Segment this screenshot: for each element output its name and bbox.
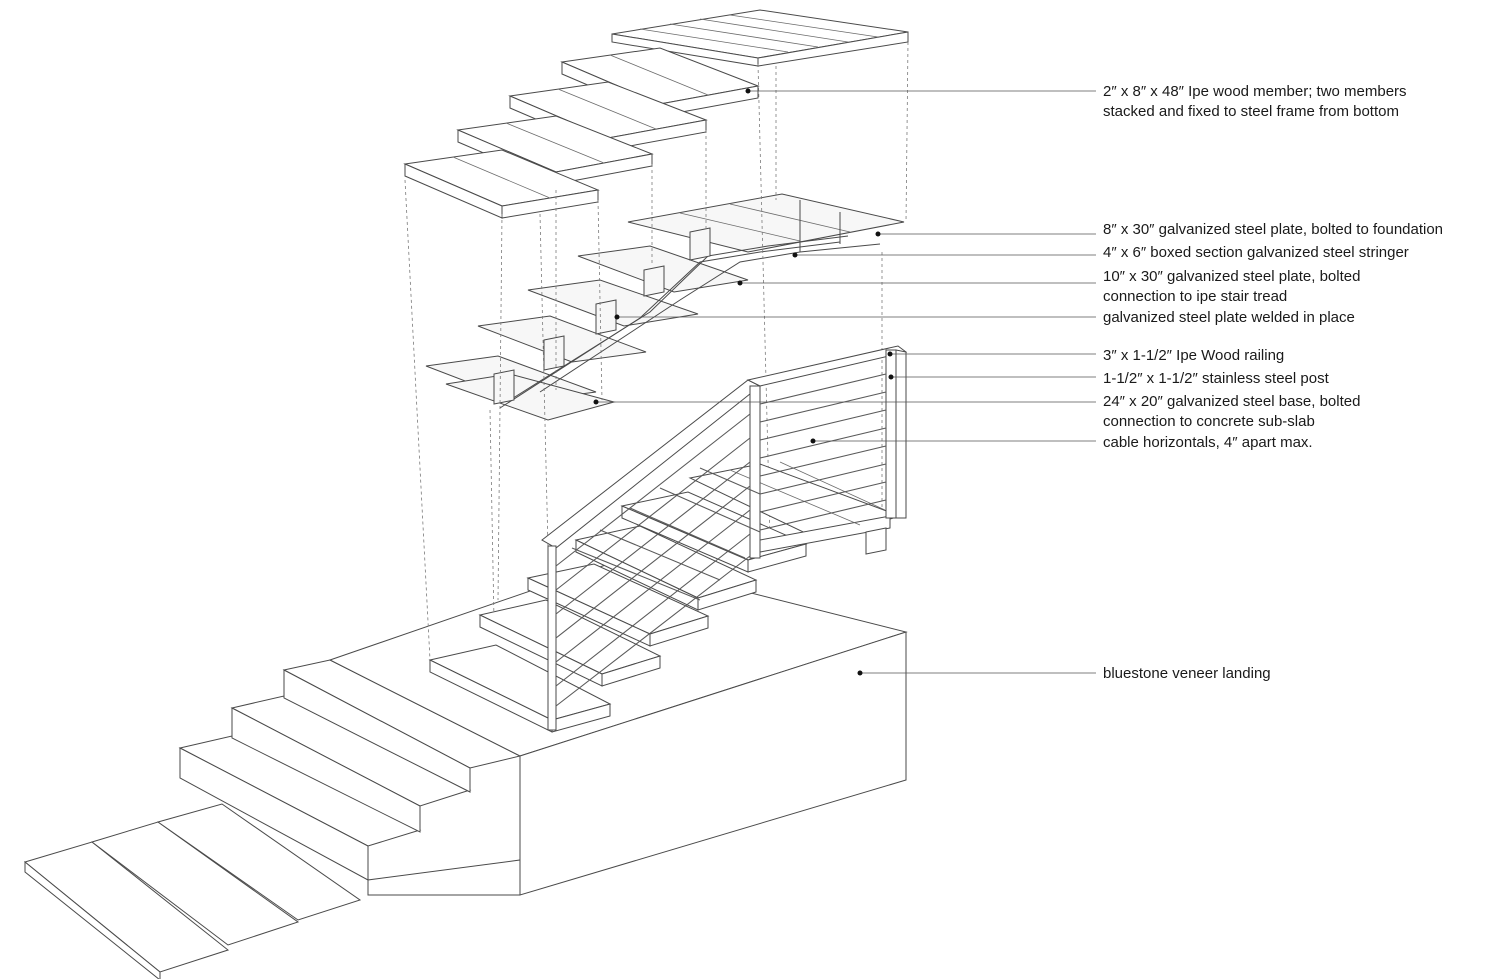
upper-wood-treads	[403, 9, 909, 219]
callout-steel-plate-8x30: 8″ x 30″ galvanized steel plate, bolted …	[1103, 220, 1443, 240]
callout-steel-base: 24″ x 20″ galvanized steel base, bolted …	[1103, 392, 1360, 432]
callout-welded-plate: galvanized steel plate welded in place	[1103, 308, 1355, 328]
callout-line: galvanized steel plate welded in place	[1103, 309, 1355, 326]
callout-wood-member: 2″ x 8″ x 48″ Ipe wood member; two membe…	[1103, 82, 1407, 122]
callout-line: 4″ x 6″ boxed section galvanized steel s…	[1103, 244, 1409, 261]
callout-stringer: 4″ x 6″ boxed section galvanized steel s…	[1103, 243, 1409, 263]
callout-line: bluestone veneer landing	[1103, 665, 1271, 682]
callout-landing: bluestone veneer landing	[1103, 664, 1271, 684]
callout-line: connection to concrete sub-slab	[1103, 413, 1315, 430]
callout-railing: 3″ x 1-1/2″ Ipe Wood railing	[1103, 346, 1284, 366]
callout-line: stacked and fixed to steel frame from bo…	[1103, 103, 1399, 120]
ground-pavers	[23, 803, 362, 979]
callout-steel-plate-10x30: 10″ x 30″ galvanized steel plate, bolted…	[1103, 267, 1360, 307]
steel-frame	[425, 193, 905, 421]
leader-lines	[593, 88, 1096, 676]
callout-line: 2″ x 8″ x 48″ Ipe wood member; two membe…	[1103, 83, 1407, 100]
callout-line: 24″ x 20″ galvanized steel base, bolted	[1103, 393, 1361, 410]
callout-line: 3″ x 1-1/2″ Ipe Wood railing	[1103, 347, 1285, 364]
explode-lines	[404, 41, 909, 661]
callout-line: 10″ x 30″ galvanized steel plate, bolted	[1103, 268, 1361, 285]
callout-cables: cable horizontals, 4″ apart max.	[1103, 433, 1313, 453]
callout-line: connection to ipe stair tread	[1103, 288, 1288, 305]
callout-line: 1-1/2″ x 1-1/2″ stainless steel post	[1103, 370, 1329, 387]
callout-post: 1-1/2″ x 1-1/2″ stainless steel post	[1103, 369, 1329, 389]
railing-assembly	[541, 345, 908, 731]
landing-block	[178, 559, 908, 896]
callout-line: cable horizontals, 4″ apart max.	[1103, 434, 1313, 451]
callout-line: 8″ x 30″ galvanized steel plate, bolted …	[1103, 221, 1444, 238]
